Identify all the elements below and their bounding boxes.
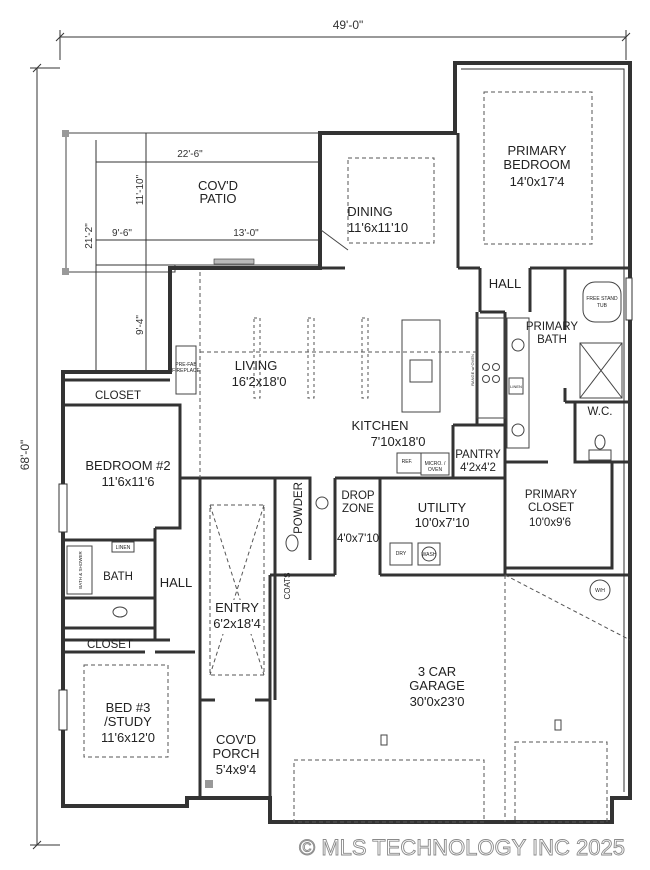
living-size: 16'2x18'0 (232, 374, 287, 389)
bath-linen-label: LINEN (116, 545, 131, 551)
utility-name: UTILITY (418, 500, 467, 515)
dryer-label: DRY (396, 551, 407, 557)
closet-bed3-name: CLOSET (87, 639, 133, 651)
closet-bed2: CLOSET (95, 390, 141, 402)
washer-label: WASH (422, 552, 437, 558)
ref-label: REF. (402, 459, 413, 465)
patio-depth-label: 11'-10" (135, 174, 146, 205)
patio-inner-width-a-label: 9'-6" (112, 228, 132, 239)
powder-room: POWDER (285, 482, 329, 552)
dining-room: DINING 11'6x11'10 (320, 157, 435, 251)
pantry: PANTRY 4'2x4'2 (455, 449, 501, 474)
primary-bedroom-size: 14'0x17'4 (510, 174, 565, 189)
wc: W.C. (588, 406, 613, 461)
patio-outline: 22'-6" 11'-10" 21'-2" 9'-6" 13'-0" 9'-4" (62, 130, 321, 372)
entry: ENTRY 6'2x18'4 (209, 504, 265, 676)
bed3-name: BED #3/STUDY (104, 700, 152, 729)
bed3-size: 11'6x12'0 (101, 730, 155, 745)
garage-size: 30'0x23'0 (410, 694, 465, 709)
exterior-walls (58, 61, 633, 824)
hall-left-name: HALL (160, 575, 193, 590)
overall-width-dimension: 49'-0" (55, 16, 631, 60)
entry-name: ENTRY (215, 600, 259, 615)
living-name: LIVING (235, 358, 278, 373)
coats-name: COATS (283, 573, 292, 600)
micro-oven-label: MICRO. /OVEN (425, 461, 446, 473)
closet-bed3: CLOSET (87, 639, 133, 651)
hall-top: HALL (489, 276, 522, 291)
range-label: RANGE w/ OVEN (470, 354, 475, 386)
bedroom2-size: 11'6x11'6 (102, 474, 155, 489)
dining-name: DINING (347, 204, 393, 219)
water-heater-label: W/H (595, 588, 605, 594)
closet-bed2-name: CLOSET (95, 390, 141, 402)
watermark: © MLS TECHNOLOGY INC 2025 (299, 835, 625, 860)
drop-zone-size: 4'0x7'10 (337, 533, 379, 545)
kitchen-name: KITCHEN (351, 418, 408, 433)
overall-depth-label: 68'-0" (18, 440, 32, 471)
wc-name: W.C. (588, 406, 613, 418)
entry-size: 6'2x18'4 (213, 616, 261, 631)
hall-left: HALL (160, 575, 193, 590)
kitchen-size: 7'10x18'0 (371, 434, 426, 449)
patio-offset-depth-label: 21'-2" (84, 223, 95, 249)
pantry-name: PANTRY (455, 449, 501, 461)
bedroom-2: BEDROOM #2 11'6x11'6 (85, 458, 170, 489)
patio-width-label: 22'-6" (177, 149, 203, 160)
coats-closet: COATS (283, 573, 292, 600)
pantry-size: 4'2x4'2 (460, 462, 496, 474)
overall-depth-dimension: 68'-0" (18, 63, 60, 850)
utility-room: UTILITY 10'0x7'10 DRY WASH (389, 500, 470, 566)
powder-name: POWDER (293, 482, 305, 534)
bath: BATH & SHOWER BATH LINEN (66, 541, 135, 618)
interior-walls (63, 133, 630, 822)
patio-inner-width-b-label: 13'-0" (233, 228, 259, 239)
overall-width-label: 49'-0" (333, 18, 364, 32)
hall-top-name: HALL (489, 276, 522, 291)
patio-lower-depth-label: 9'-4" (135, 315, 146, 335)
dining-size: 11'6x11'10 (348, 220, 408, 235)
utility-size: 10'0x7'10 (415, 515, 470, 530)
primary-closet-size: 10'0x9'6 (529, 517, 571, 529)
kitchen: RANGE w/ OVEN REF. MICRO. /OVEN KITCHEN … (351, 317, 506, 476)
bath-tub-label: BATH & SHOWER (78, 551, 83, 589)
bath-name: BATH (103, 571, 133, 583)
porch-size: 5'4x9'4 (216, 762, 256, 777)
bed3-study: BED #3/STUDY 11'6x12'0 (83, 664, 169, 758)
bedroom2-name: BEDROOM #2 (85, 458, 170, 473)
primary-linen-label: LINEN (510, 384, 522, 389)
